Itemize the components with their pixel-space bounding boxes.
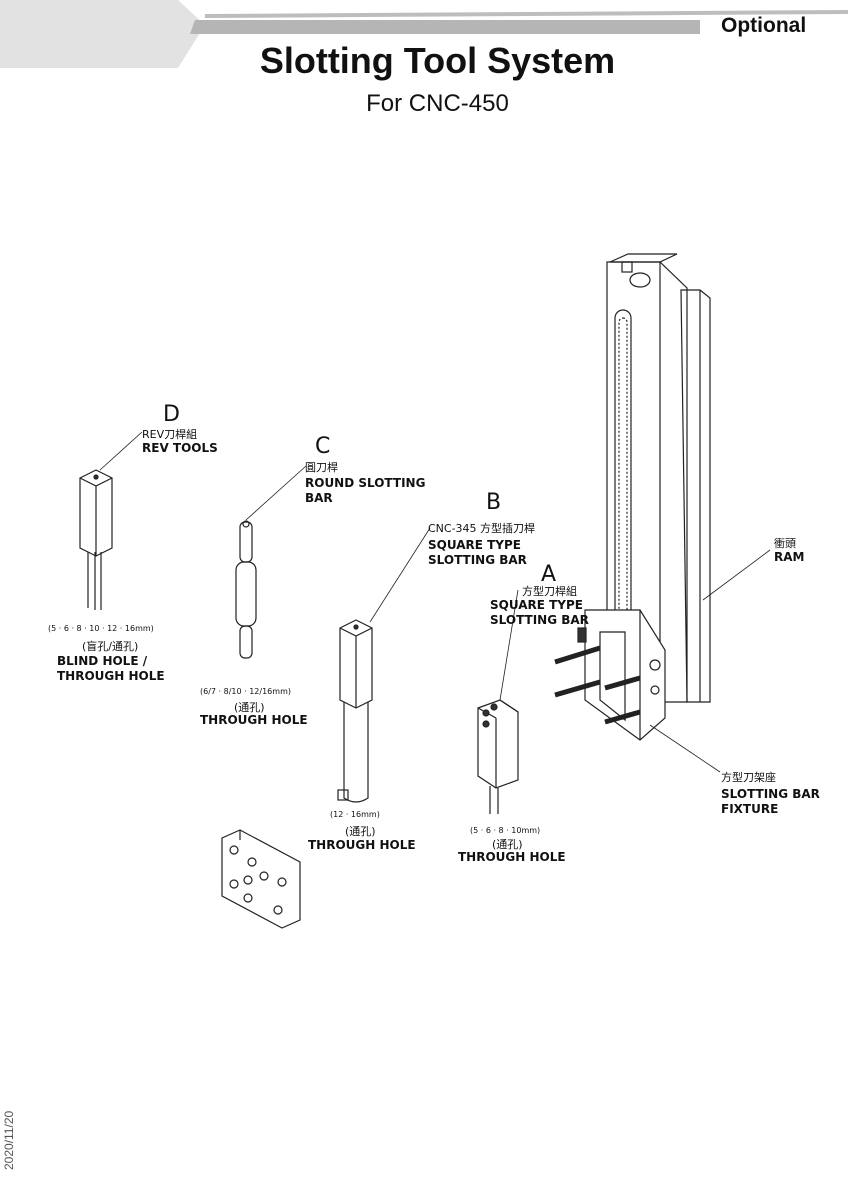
fixture-name-zh: 方型刀架座 xyxy=(721,771,776,784)
part-a-sizes: (5 · 6 · 8 · 10mm) xyxy=(470,826,541,835)
ram-name-en: RAM xyxy=(774,550,805,564)
part-c-hole-en: THROUGH HOLE xyxy=(200,713,308,727)
page-subtitle: For CNC-450 xyxy=(366,90,509,117)
plate-drawing xyxy=(221,829,301,929)
part-d-hole-zh: (盲孔/通孔) xyxy=(82,640,139,653)
part-d-name-en: REV TOOLS xyxy=(142,441,218,455)
part-c-name-zh: 圓刀桿 xyxy=(305,461,338,474)
part-b-hole-zh: (通孔) xyxy=(345,825,376,838)
date-stamp: 2020/11/20 xyxy=(2,1110,16,1170)
part-c-hole-zh: (通孔) xyxy=(234,701,265,714)
part-b-drawing xyxy=(337,619,373,803)
header-thick-band xyxy=(190,20,700,34)
part-b-letter: B xyxy=(486,490,502,515)
part-c-sizes: (6/7 · 8/10 · 12/16mm) xyxy=(200,687,291,696)
fixture-name-en: SLOTTING BAR FIXTURE xyxy=(721,787,820,816)
part-d-hole-en: BLIND HOLE / THROUGH HOLE xyxy=(57,654,165,683)
page-title: Slotting Tool System xyxy=(259,40,616,81)
part-a-name-en: SQUARE TYPE SLOTTING BAR xyxy=(490,598,589,627)
part-c-letter: C xyxy=(315,434,331,459)
part-c-name-en: ROUND SLOTTING BAR xyxy=(305,476,426,505)
part-d-letter: D xyxy=(163,402,180,427)
fixture-drawing xyxy=(554,609,666,741)
part-a-letter: A xyxy=(541,562,557,587)
part-b-name-en: SQUARE TYPE SLOTTING BAR xyxy=(428,538,527,567)
ram-name-zh: 衝頭 xyxy=(774,537,796,550)
part-a-drawing xyxy=(477,699,519,814)
part-d-sizes: (5 · 6 · 8 · 10 · 12 · 16mm) xyxy=(48,624,154,633)
leader-lines xyxy=(99,431,771,773)
part-a-name-zh: 方型刀桿組 xyxy=(522,585,577,598)
part-b-hole-en: THROUGH HOLE xyxy=(308,838,416,852)
part-b-sizes: (12 · 16mm) xyxy=(330,810,380,819)
part-a-hole-zh: (通孔) xyxy=(492,838,523,851)
part-a-hole-en: THROUGH HOLE xyxy=(458,850,566,864)
part-d-name-zh: REV刀桿組 xyxy=(142,428,198,441)
part-c-drawing xyxy=(235,520,257,659)
header-corner-band xyxy=(0,0,205,68)
header-thin-band xyxy=(205,10,848,18)
optional-badge: Optional xyxy=(721,14,807,37)
part-d-drawing xyxy=(79,469,113,610)
part-b-name-zh: CNC-345 方型插刀桿 xyxy=(428,522,536,535)
